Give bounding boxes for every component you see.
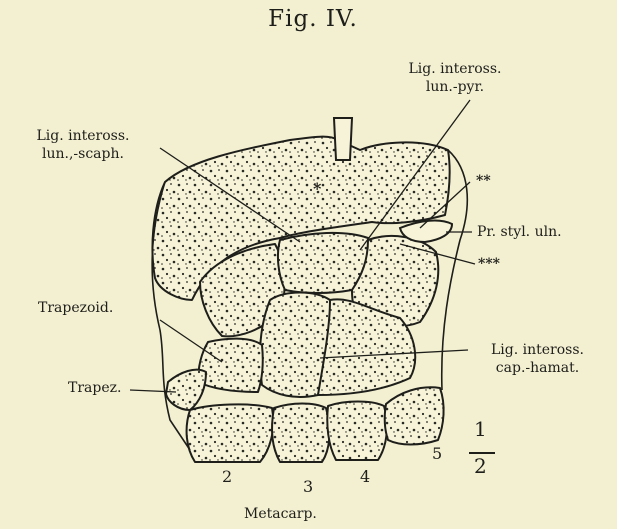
metacarp-number-2: 2	[222, 468, 232, 486]
metacarp-number-4: 4	[360, 468, 370, 486]
label-cap-hamat-line-2: cap.-hamat.	[465, 359, 610, 377]
label-lig-inteross-lun-pyr: Lig. inteross. lun.-pyr.	[380, 60, 530, 96]
label-lig-inteross-cap-hamat: Lig. inteross. cap.-hamat.	[465, 341, 610, 377]
scale-fraction-numerator: 1	[474, 420, 487, 438]
label-single-asterisk: *	[313, 180, 321, 198]
metacarp-number-5: 5	[432, 445, 442, 463]
label-pr-styl-uln: Pr. styl. uln.	[477, 223, 562, 241]
label-triple-asterisk: ***	[478, 255, 500, 273]
tendon-sheath	[334, 118, 352, 160]
metacarpal-base-5	[385, 387, 444, 444]
scale-fraction-denominator: 2	[474, 457, 487, 475]
metacarpal-base-3	[272, 404, 329, 463]
metacarpal-base-2	[187, 404, 274, 462]
trapezium-bone	[166, 370, 206, 410]
ulnar-styloid-process	[400, 221, 452, 242]
label-metacarp: Metacarp.	[244, 505, 317, 523]
metacarpal-base-4	[327, 402, 387, 461]
label-trapez: Trapez.	[68, 379, 121, 397]
label-cap-hamat-line-1: Lig. inteross.	[465, 341, 610, 359]
label-trapezoid: Trapezoid.	[38, 299, 113, 317]
label-lig-inteross-lun-scaph: Lig. inteross. lun.,-scaph.	[8, 127, 158, 163]
label-double-asterisk: **	[476, 172, 491, 190]
metacarp-number-3: 3	[303, 478, 313, 496]
label-lun-scaph-line-2: lun.,-scaph.	[8, 145, 158, 163]
label-lun-pyr-line-2: lun.-pyr.	[380, 78, 530, 96]
figure-title: Fig. IV.	[248, 10, 378, 28]
trapezoid-bone	[198, 339, 263, 392]
label-lun-scaph-line-1: Lig. inteross.	[8, 127, 158, 145]
label-lun-pyr-line-1: Lig. inteross.	[380, 60, 530, 78]
